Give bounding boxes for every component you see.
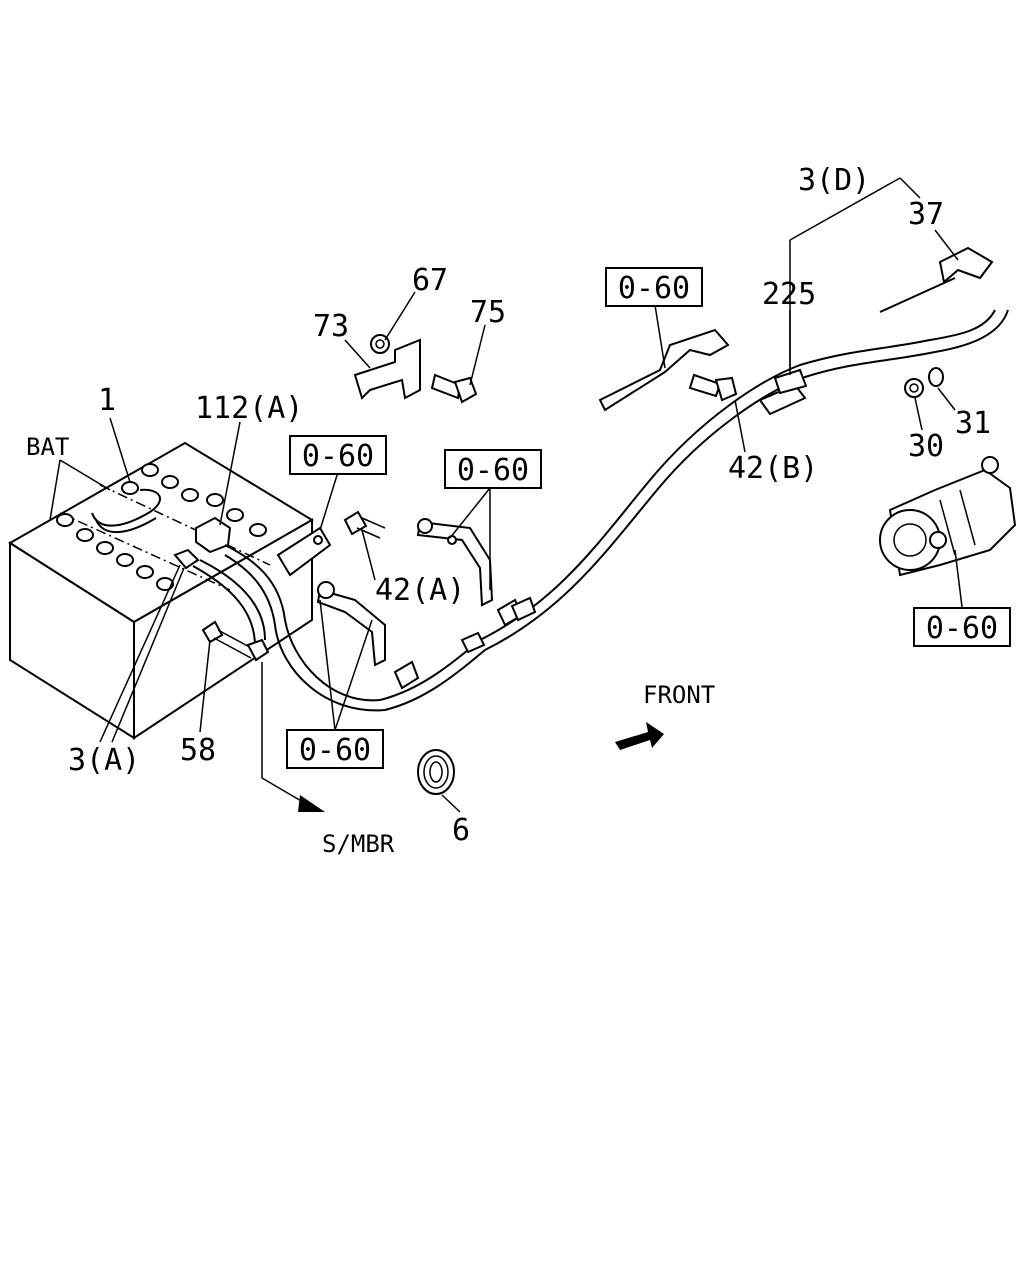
bracket-upper	[598, 328, 730, 412]
label-3a: 3(A)	[68, 743, 140, 778]
label-30: 30	[908, 429, 944, 464]
leader-lines	[49, 177, 963, 813]
bracket-left	[276, 526, 386, 667]
label-73: 73	[313, 309, 349, 344]
smbr-arrow-icon	[261, 662, 325, 812]
label-6: 6	[452, 813, 470, 848]
label-1: 1	[98, 383, 116, 418]
grommet-6	[417, 749, 455, 795]
label-42b: 42(B)	[728, 451, 818, 486]
cable-clips	[393, 596, 537, 690]
ref-box-3: 0-60	[286, 729, 384, 769]
ref-box-4: 0-60	[605, 267, 703, 307]
label-37: 37	[908, 197, 944, 232]
ref-box-5: 0-60	[913, 607, 1011, 647]
battery-illustration	[8, 441, 314, 740]
starter-motor	[879, 456, 1017, 577]
svg-text:0-60: 0-60	[302, 439, 374, 474]
svg-text:0-60: 0-60	[457, 453, 529, 488]
terminal-225	[758, 368, 808, 416]
label-42a: 42(A)	[375, 573, 465, 608]
washer-31	[928, 367, 944, 387]
label-112a: 112(A)	[195, 391, 303, 426]
terminal-37	[879, 246, 994, 313]
bolt-42b	[688, 373, 738, 402]
label-225: 225	[762, 277, 816, 312]
svg-text:0-60: 0-60	[618, 271, 690, 306]
label-75: 75	[470, 295, 506, 330]
svg-text:0-60: 0-60	[926, 611, 998, 646]
label-67: 67	[412, 263, 448, 298]
label-front: FRONT	[643, 681, 715, 709]
label-3d: 3(D)	[798, 163, 870, 198]
ref-box-2: 0-60	[444, 449, 542, 489]
nut-30	[904, 378, 924, 398]
bolt-42a	[343, 510, 386, 539]
battery-cable	[192, 309, 1009, 712]
front-arrow-icon	[615, 722, 664, 750]
label-31: 31	[955, 406, 991, 441]
svg-text:0-60: 0-60	[299, 733, 371, 768]
bracket-73-assembly	[353, 334, 478, 404]
label-smbr: S/MBR	[322, 830, 395, 858]
label-bat: BAT	[26, 433, 69, 461]
bracket-middle	[416, 518, 494, 607]
label-58: 58	[180, 733, 216, 768]
bolt-58	[201, 620, 270, 662]
ref-box-1: 0-60	[289, 435, 387, 475]
